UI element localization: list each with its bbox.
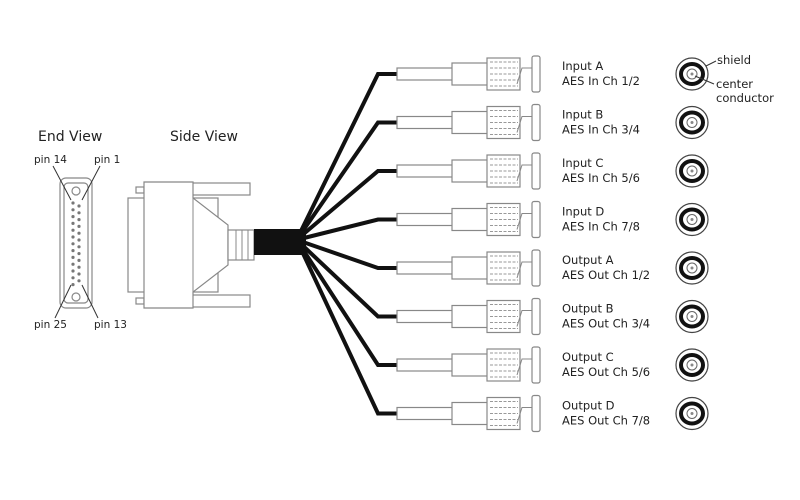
pin [71, 242, 75, 246]
pin-14-label: pin 14 [34, 154, 67, 166]
center-callout: center [716, 77, 753, 91]
bnc-end-icon [675, 251, 709, 285]
pin [71, 201, 75, 205]
pin [77, 231, 81, 235]
cable [298, 120, 398, 237]
pin [77, 279, 81, 283]
pin [71, 276, 75, 280]
bnc-connector [396, 55, 541, 93]
channel-name: Input B [562, 108, 603, 122]
pin-13-label: pin 13 [94, 319, 127, 331]
channel-description: AES Out Ch 3/4 [562, 317, 650, 331]
channel-description: AES Out Ch 7/8 [562, 414, 650, 428]
pin [77, 272, 81, 276]
bnc-connector [396, 249, 541, 287]
pin [71, 283, 75, 287]
bnc-end-icon [675, 154, 709, 188]
cable [298, 72, 398, 234]
pin [77, 265, 81, 269]
pin [77, 245, 81, 249]
bnc-connector [396, 103, 541, 142]
channel-description: AES Out Ch 5/6 [562, 365, 650, 379]
pin [71, 235, 75, 239]
cable [298, 169, 398, 239]
cable-bundle [254, 229, 306, 255]
cable [298, 246, 398, 416]
pin [77, 218, 81, 222]
channel-description: AES Out Ch 1/2 [562, 268, 650, 282]
cable-fanout [298, 72, 398, 416]
channel-name: Output C [562, 350, 614, 364]
cable [299, 217, 398, 241]
db25-side-view [127, 181, 255, 309]
pin [77, 258, 81, 262]
pin [71, 208, 75, 212]
channel-description: AES In Ch 1/2 [562, 74, 640, 88]
channel-description: AES In Ch 5/6 [562, 171, 640, 185]
bnc-connector [396, 152, 541, 190]
bnc-end-icon [675, 348, 709, 382]
pin [71, 215, 75, 219]
channel-description: AES In Ch 3/4 [562, 123, 640, 137]
channel-name: Input C [562, 156, 603, 170]
bnc-connector [396, 346, 541, 384]
pin [71, 255, 75, 259]
channel-name: Output A [562, 253, 614, 267]
pin-1-label: pin 1 [94, 154, 120, 166]
pin [77, 211, 81, 215]
db25-end-view [52, 165, 101, 319]
bnc-connector [396, 297, 541, 336]
pin [71, 269, 75, 273]
cable [298, 243, 398, 367]
cable [298, 241, 398, 319]
pin [77, 224, 81, 228]
channel-name: Output B [562, 302, 614, 316]
conductor-callout: conductor [716, 91, 774, 105]
channel-name: Input D [562, 205, 604, 219]
pin [71, 262, 75, 266]
pin [77, 204, 81, 208]
channel-name: Output D [562, 399, 615, 413]
cable [299, 239, 398, 270]
bnc-end-icon [675, 105, 709, 140]
pin [71, 228, 75, 232]
pin-25-label: pin 25 [34, 319, 67, 331]
bnc-connector [396, 200, 541, 239]
bnc-connector [396, 394, 541, 433]
shield-callout: shield [717, 53, 751, 67]
pin [71, 221, 75, 225]
pin [77, 252, 81, 256]
channel-description: AES In Ch 7/8 [562, 220, 640, 234]
channel-name: Input A [562, 59, 603, 73]
side-view-title: Side View [170, 129, 238, 145]
bnc-end-icon [675, 396, 709, 431]
bnc-end-icon [675, 202, 709, 237]
bnc-end-icon [675, 57, 709, 91]
bnc-end-icon [675, 299, 709, 334]
end-view-title: End View [38, 129, 102, 145]
pin [71, 249, 75, 253]
pin [77, 238, 81, 242]
